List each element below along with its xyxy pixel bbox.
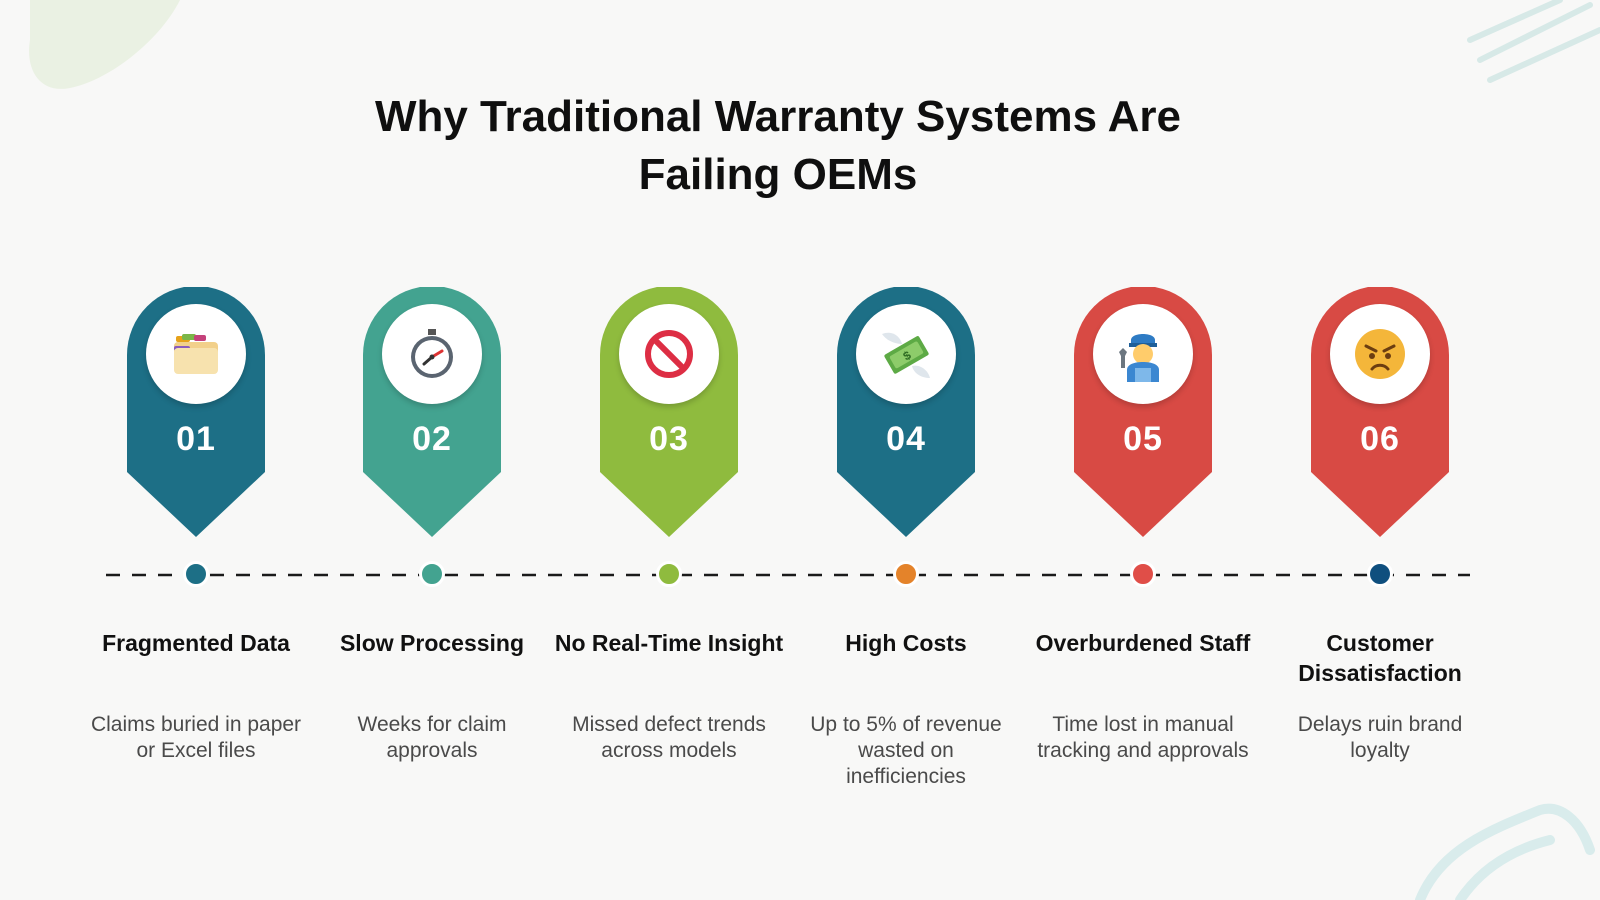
- step-heading: Customer Dissatisfaction: [1298, 630, 1462, 686]
- step-icon-circle: [619, 304, 719, 404]
- decorative-leaf-shape: [29, 0, 181, 89]
- step-icon-circle: [1330, 304, 1430, 404]
- step-icon-circle: $: [856, 304, 956, 404]
- step-heading: Slow Processing: [339, 630, 525, 656]
- step-heading: High Costs: [845, 630, 967, 656]
- step-description: Up to 5% of revenue wasted on inefficien…: [810, 713, 1002, 788]
- timeline-dot: [656, 561, 682, 587]
- title-line-2: Failing OEMs: [638, 150, 918, 199]
- step-description: Weeks for claim approvals: [357, 713, 507, 762]
- page-title: Why Traditional Warranty Systems Are Fai…: [0, 88, 1556, 204]
- step-marker: 03: [600, 287, 738, 537]
- step-icon-circle: [1093, 304, 1193, 404]
- decorative-brush-strokes: [1467, 0, 1600, 83]
- step-number: 04: [886, 420, 926, 458]
- timeline-dot: [419, 561, 445, 587]
- timeline-dot: [1130, 561, 1156, 587]
- step-description: Time lost in manual tracking and approva…: [1037, 713, 1249, 762]
- step-icon-circle: [146, 304, 246, 404]
- step-marker: $ 04: [837, 287, 975, 537]
- step-number: 02: [412, 420, 452, 458]
- step-heading: Overburdened Staff: [1035, 630, 1251, 656]
- step-number: 06: [1360, 420, 1400, 458]
- step-heading: No Real-Time Insight: [554, 630, 784, 656]
- decorative-swirl: [1415, 803, 1595, 900]
- step-number: 05: [1123, 420, 1163, 458]
- step-marker: 06: [1311, 287, 1449, 537]
- step-marker: 05: [1074, 287, 1212, 537]
- timeline-line: [106, 573, 1470, 577]
- timeline-dot: [1367, 561, 1393, 587]
- step-marker: 01: [127, 287, 265, 537]
- step-number: 03: [649, 420, 689, 458]
- title-line-1: Why Traditional Warranty Systems Are: [374, 92, 1182, 141]
- step-number: 01: [176, 420, 216, 458]
- step-description: Delays ruin brand loyalty: [1297, 713, 1463, 762]
- timeline-dot: [183, 561, 209, 587]
- step-icon-circle: [382, 304, 482, 404]
- step-marker: 02: [363, 287, 501, 537]
- step-description: Missed defect trends across models: [572, 713, 766, 762]
- timeline-dot: [893, 561, 919, 587]
- step-description: Claims buried in paper or Excel files: [90, 713, 302, 762]
- step-heading: Fragmented Data: [102, 630, 290, 656]
